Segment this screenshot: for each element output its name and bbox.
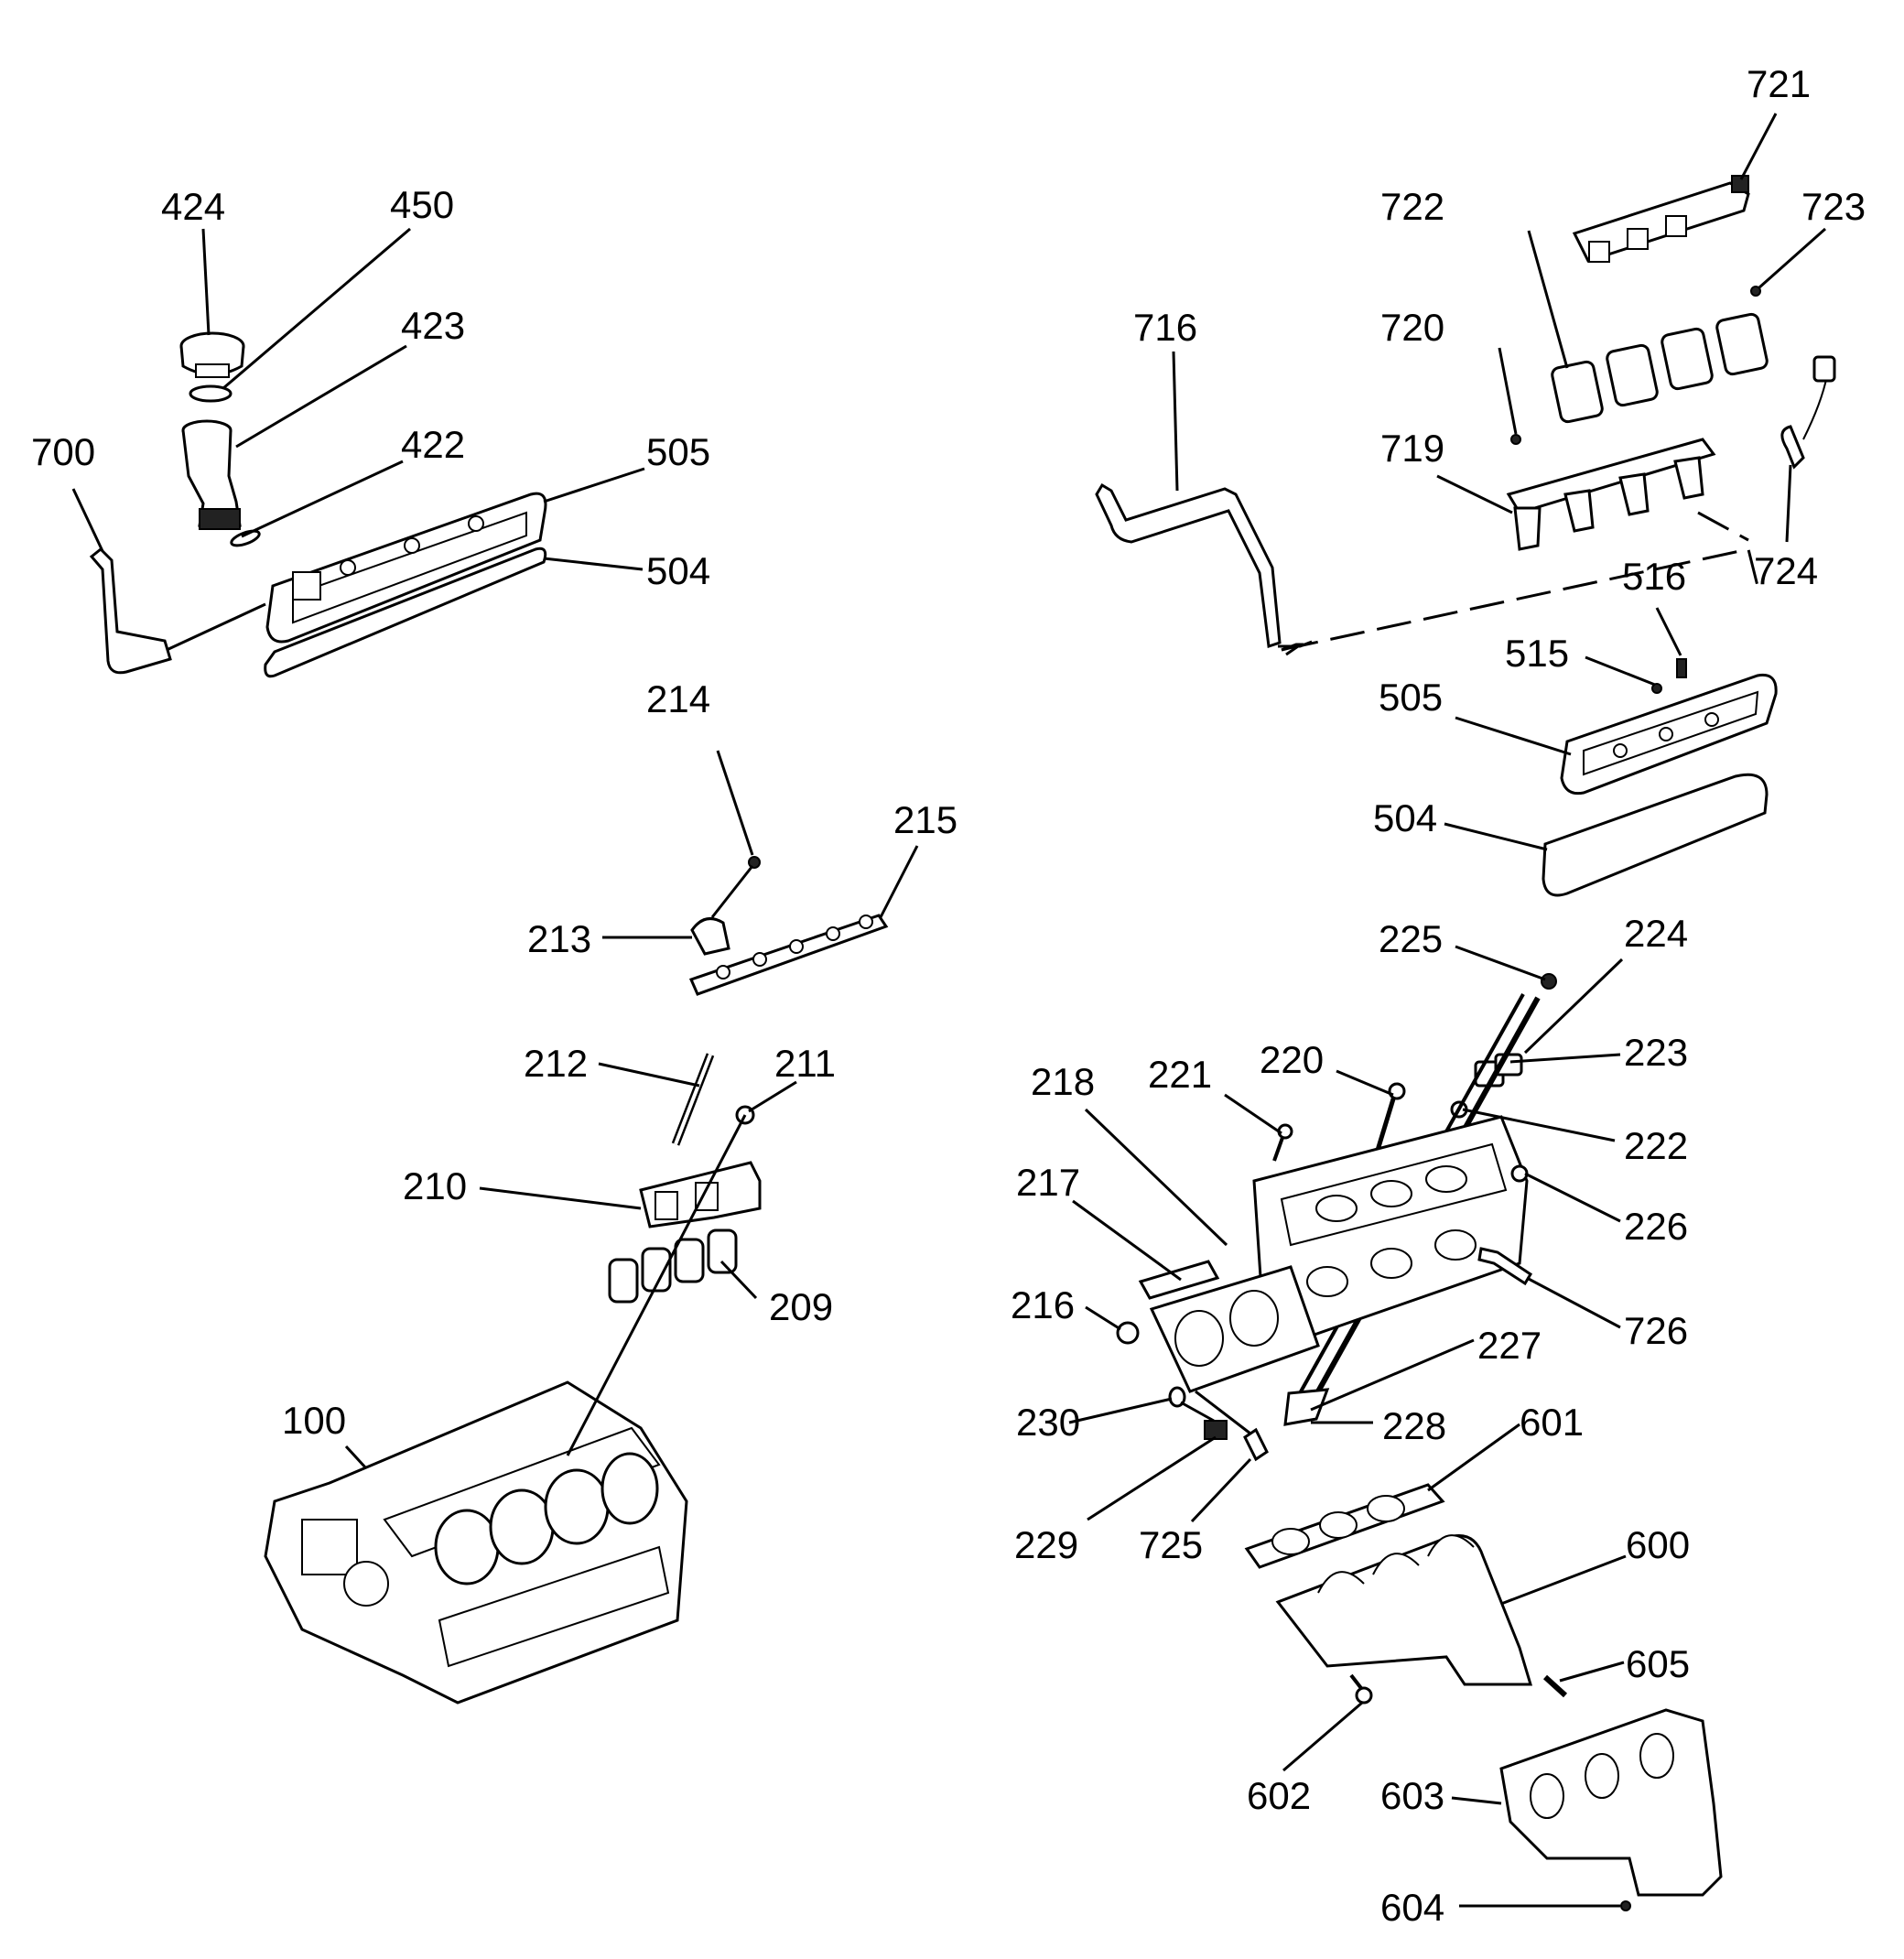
- o-ring-450: [189, 384, 233, 403]
- leader-lines: [71, 113, 1826, 1908]
- callout-505-left: 505: [646, 430, 710, 473]
- seal-515: [1651, 683, 1662, 694]
- callout-505-right: 505: [1379, 676, 1443, 719]
- ignition-coils-722: [1551, 312, 1769, 424]
- rocker-arm-213: [690, 917, 730, 956]
- bolt-602: [1349, 1673, 1373, 1705]
- callout-725: 725: [1139, 1523, 1203, 1566]
- callout-424: 424: [161, 185, 225, 228]
- callout-211: 211: [774, 1042, 836, 1085]
- valve-rocker-cover-505-left: [265, 492, 547, 644]
- callout-212: 212: [524, 1042, 588, 1085]
- callout-601: 601: [1520, 1401, 1584, 1444]
- callout-224: 224: [1624, 912, 1688, 955]
- callout-labels: 721 722 723 716 720 719 724 516 515 505 …: [31, 62, 1866, 1929]
- seal-422: [230, 529, 261, 547]
- callout-220: 220: [1260, 1038, 1324, 1081]
- ignition-coil-bracket-719: [1506, 438, 1716, 551]
- callout-700: 700: [31, 430, 95, 473]
- callout-218: 218: [1031, 1060, 1095, 1103]
- callout-504-right: 504: [1373, 796, 1437, 839]
- pcv-tube-700: [89, 547, 266, 675]
- callout-504-left: 504: [646, 549, 710, 592]
- callout-217: 217: [1016, 1161, 1080, 1204]
- callout-422: 422: [401, 423, 465, 466]
- callout-720: 720: [1380, 306, 1444, 349]
- sensor-725: [1195, 1390, 1269, 1462]
- valve-lifter-guide-210: [639, 1161, 762, 1228]
- plug-226: [1510, 1164, 1529, 1183]
- bolt-723: [1750, 286, 1761, 297]
- callout-602: 602: [1247, 1774, 1311, 1817]
- rocker-arm-support-215: [688, 914, 889, 996]
- oil-fill-tube-423: [181, 419, 242, 530]
- valve-cover-gasket-504-left: [264, 547, 547, 678]
- callout-603: 603: [1380, 1774, 1444, 1817]
- valve-lifters-209: [608, 1228, 738, 1304]
- callout-600: 600: [1626, 1523, 1690, 1566]
- callout-213: 213: [527, 917, 591, 960]
- bolt-516: [1676, 658, 1687, 678]
- stud-605: [1542, 1674, 1568, 1698]
- callout-223: 223: [1624, 1031, 1688, 1074]
- sensor-724: [1780, 355, 1836, 470]
- callout-209: 209: [769, 1285, 833, 1328]
- callout-216: 216: [1011, 1283, 1075, 1326]
- callout-215: 215: [893, 798, 957, 841]
- callout-450: 450: [390, 183, 454, 226]
- cylinder-head-gasket: [1149, 1265, 1320, 1393]
- heat-shield-603: [1499, 1708, 1723, 1897]
- callout-423: 423: [401, 304, 465, 347]
- callout-100: 100: [282, 1399, 346, 1442]
- callout-227: 227: [1477, 1324, 1542, 1367]
- plug-229: [1180, 1401, 1228, 1440]
- callout-214: 214: [646, 677, 710, 720]
- seal-230: [1168, 1386, 1186, 1408]
- valve-cover-gasket-504-right: [1542, 773, 1769, 897]
- callout-604: 604: [1380, 1886, 1444, 1929]
- engine-block-100: [264, 1380, 688, 1705]
- plug-216: [1116, 1321, 1140, 1345]
- callout-721: 721: [1747, 62, 1811, 105]
- callout-221: 221: [1148, 1053, 1212, 1096]
- callout-726: 726: [1624, 1309, 1688, 1352]
- callout-716: 716: [1133, 306, 1197, 349]
- callout-719: 719: [1380, 427, 1444, 470]
- valve-rocker-cover-505-right: [1560, 673, 1778, 796]
- callout-229: 229: [1014, 1523, 1078, 1566]
- callout-724: 724: [1754, 549, 1818, 592]
- dashed-routing-line-main: [1281, 547, 1759, 656]
- callout-222: 222: [1624, 1124, 1688, 1167]
- exhaust-manifold-600: [1275, 1534, 1533, 1686]
- bolt-604: [1620, 1900, 1631, 1911]
- bolt-720: [1510, 434, 1521, 445]
- bolt-214: [748, 856, 761, 869]
- callout-722: 722: [1380, 185, 1444, 228]
- callout-228: 228: [1382, 1404, 1446, 1447]
- callout-226: 226: [1624, 1205, 1688, 1248]
- callout-230: 230: [1016, 1401, 1080, 1444]
- callout-516: 516: [1622, 555, 1686, 598]
- oil-fill-cap-424: [179, 331, 245, 378]
- callout-723: 723: [1801, 185, 1866, 228]
- callout-225: 225: [1379, 917, 1443, 960]
- callout-515: 515: [1505, 632, 1569, 675]
- callout-210: 210: [403, 1164, 467, 1207]
- bolt-221: [1272, 1134, 1285, 1162]
- callout-605: 605: [1626, 1642, 1690, 1685]
- pcv-tube-716: [1095, 482, 1282, 649]
- sensor-726: [1477, 1247, 1533, 1286]
- fuel-injector-harness-721: [1572, 175, 1750, 263]
- exhaust-manifold-gasket-601: [1244, 1483, 1445, 1569]
